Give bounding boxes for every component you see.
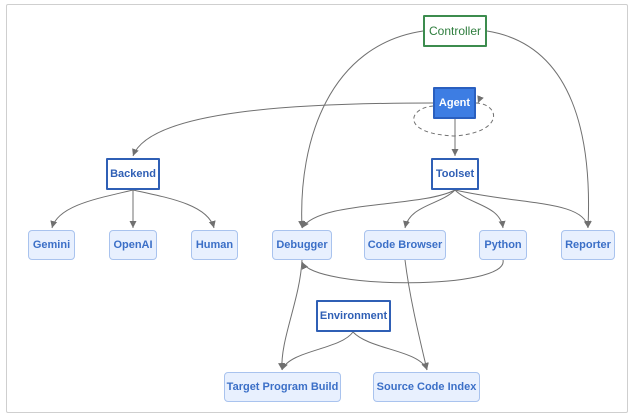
node-toolset: Toolset	[431, 158, 479, 190]
edge-toolset-debugger	[301, 189, 456, 229]
edge-backend-human	[132, 189, 216, 229]
node-backend: Backend	[106, 158, 160, 190]
node-agent: Agent	[433, 87, 476, 119]
edge-toolset-reporter	[454, 189, 591, 229]
diagram-frame	[6, 4, 628, 413]
edge-environment-index	[352, 331, 428, 371]
edge-agent-self-loop	[413, 102, 495, 137]
node-openai: OpenAI	[109, 230, 157, 260]
node-debugger: Debugger	[272, 230, 332, 260]
node-gemini: Gemini	[28, 230, 75, 260]
node-source-code-index: Source Code Index	[373, 372, 480, 402]
edge-python-debugger	[301, 259, 504, 284]
edge-debugger-build	[278, 259, 303, 371]
node-human: Human	[191, 230, 238, 260]
node-controller: Controller	[423, 15, 487, 47]
edge-controller-reporter	[486, 30, 592, 229]
edge-agent-self-arrow	[477, 95, 484, 104]
node-environment: Environment	[316, 300, 391, 332]
edge-agent-backend	[132, 102, 434, 157]
edge-backend-gemini	[50, 189, 134, 229]
edge-toolset-python	[454, 189, 506, 229]
edge-environment-build	[281, 331, 354, 371]
edge-toolset-codebrowser	[403, 189, 456, 229]
node-code-browser: Code Browser	[364, 230, 446, 260]
node-reporter: Reporter	[561, 230, 615, 260]
node-python: Python	[479, 230, 527, 260]
edge-controller-debugger	[298, 30, 424, 229]
node-target-program-build: Target Program Build	[224, 372, 341, 402]
edge-codebrowser-index	[404, 259, 429, 371]
